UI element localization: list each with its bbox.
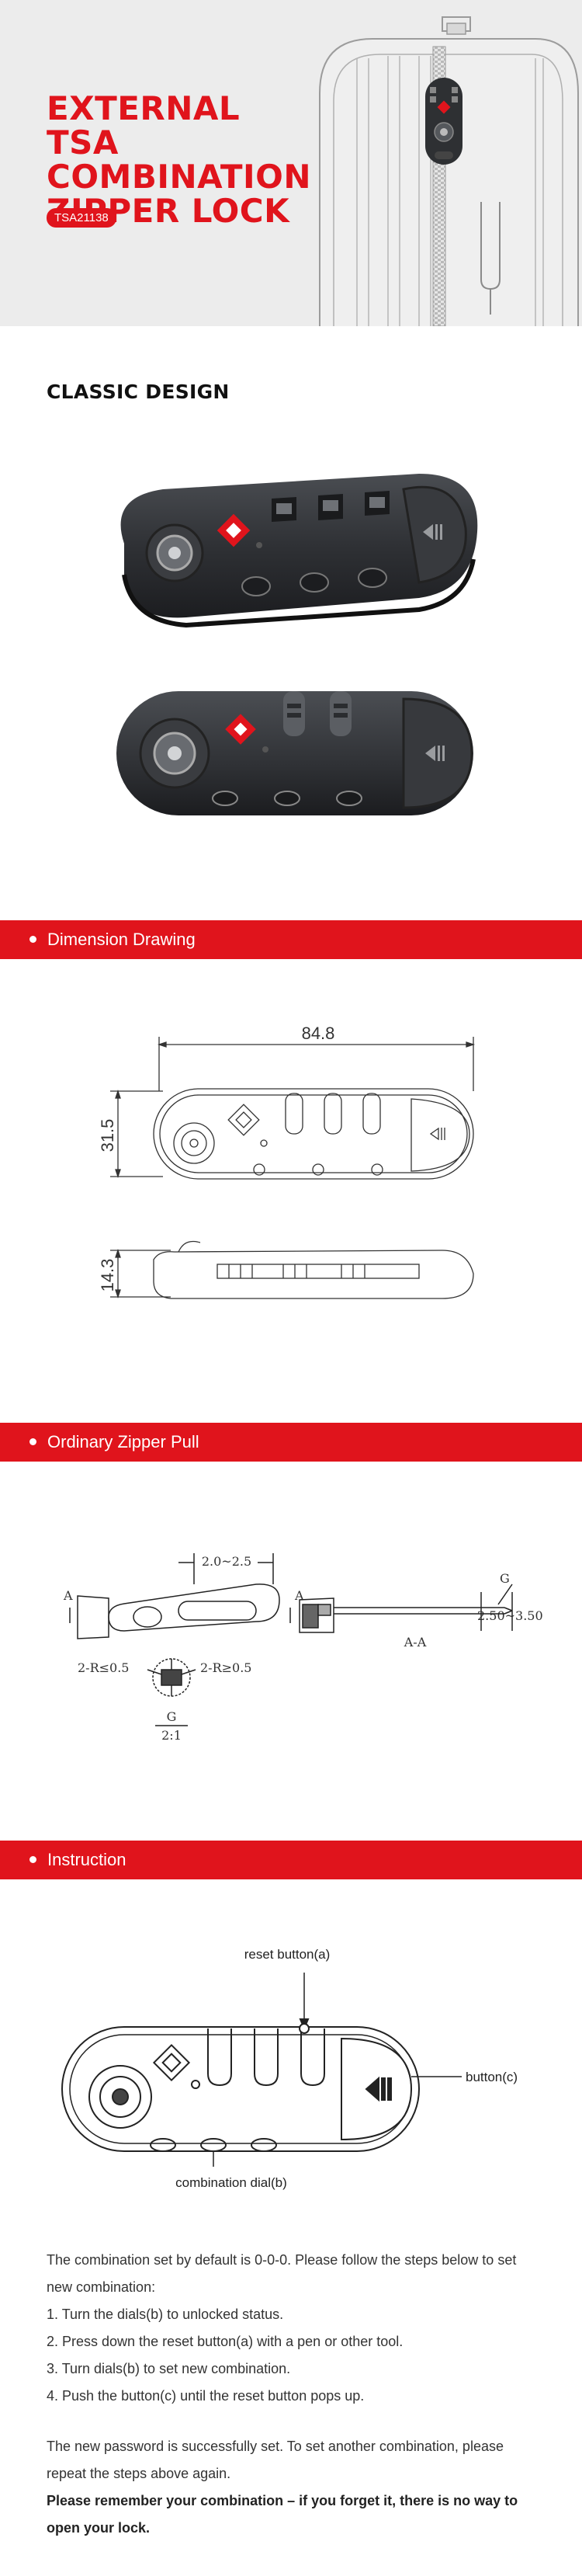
spacer bbox=[47, 2410, 543, 2433]
dim-height-label: 31.5 bbox=[98, 1119, 117, 1152]
bullet-dot bbox=[29, 1437, 36, 1445]
zip-r-right: 2-R≥0.5 bbox=[200, 1660, 251, 1675]
label-button-c: button(c) bbox=[466, 2070, 518, 2084]
classic-design-title: CLASSIC DESIGN bbox=[47, 381, 230, 403]
zip-range: 2.50~3.50 bbox=[477, 1608, 543, 1623]
zip-scale: 2:1 bbox=[161, 1728, 182, 1743]
banner-ordinary-zipper-pull: Ordinary Zipper Pull bbox=[0, 1423, 582, 1462]
label-reset-button: reset button(a) bbox=[244, 1947, 331, 1962]
banner-zipper-label: Ordinary Zipper Pull bbox=[47, 1432, 199, 1451]
instr-step-1: 1. Turn the dials(b) to unlocked status. bbox=[47, 2307, 284, 2322]
banner-instruction-label: Instruction bbox=[47, 1850, 126, 1869]
instr-step-3: 3. Turn dials(b) to set new combination. bbox=[47, 2361, 291, 2376]
hero-title-line-1: EXTERNAL TSA bbox=[47, 89, 241, 162]
hero-section: EXTERNAL TSA COMBINATION ZIPPER LOCK TSA… bbox=[0, 0, 582, 326]
lock-photo-angled bbox=[120, 474, 478, 628]
dim-width-label: 84.8 bbox=[302, 1024, 335, 1043]
zip-section: A-A bbox=[404, 1635, 427, 1650]
label-combination-dial: combination dial(b) bbox=[175, 2175, 287, 2190]
bullet-dot bbox=[29, 1855, 36, 1863]
zip-r-left: 2-R≤0.5 bbox=[78, 1660, 129, 1675]
sku-badge: TSA21138 bbox=[47, 208, 116, 228]
zip-a-mark-left: A bbox=[63, 1588, 73, 1603]
banner-instruction: Instruction bbox=[0, 1841, 582, 1879]
zipper-pull-drawing: 2.0~2.5 2-R≤0.5 2-R≥0.5 G 2:1 A-A 2.50~3… bbox=[63, 1553, 543, 1743]
instr-step-2: 2. Press down the reset button(a) with a… bbox=[47, 2334, 404, 2349]
zip-g-label: G bbox=[167, 1709, 177, 1724]
bullet-dot bbox=[29, 935, 36, 943]
instr-success: The new password is successfully set. To… bbox=[47, 2439, 504, 2481]
luggage-illustration bbox=[319, 16, 579, 326]
banner-dimension-label: Dimension Drawing bbox=[47, 930, 196, 949]
dim-thickness-label: 14.3 bbox=[98, 1259, 117, 1292]
banner-dimension-drawing: Dimension Drawing bbox=[0, 920, 582, 959]
instr-step-4: 4. Push the button(c) until the reset bu… bbox=[47, 2388, 365, 2404]
instr-intro: The combination set by default is 0-0-0.… bbox=[47, 2252, 517, 2295]
lock-photo-front bbox=[116, 691, 473, 815]
dimension-drawing: 84.8 31.5 14.3 bbox=[98, 1024, 476, 1299]
zip-g-mark: G bbox=[500, 1571, 510, 1586]
zip-gap-label: 2.0~2.5 bbox=[202, 1554, 251, 1569]
instr-warning: Please remember your combination – if yo… bbox=[47, 2493, 518, 2536]
instruction-text: The combination set by default is 0-0-0.… bbox=[47, 2247, 543, 2542]
hero-title-line-2: COMBINATION bbox=[47, 158, 311, 196]
instruction-diagram: reset button(a) button(c) combination di… bbox=[61, 1947, 518, 2190]
